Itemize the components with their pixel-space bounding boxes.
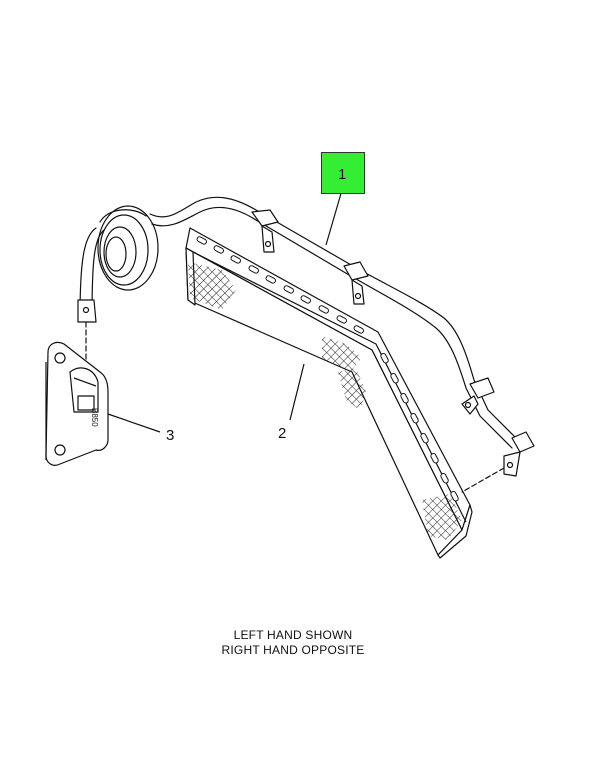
insulation-pad (338, 368, 366, 410)
caption-line-1: LEFT HAND SHOWN (233, 628, 353, 642)
clamp-block-marking: B850 (90, 408, 99, 427)
tube-clamp (343, 261, 369, 305)
leader-line-2 (289, 363, 305, 421)
leader-line-1 (325, 189, 343, 246)
tube-coil-outer (97, 205, 159, 291)
leader-lines (107, 189, 343, 433)
bracket-slots (196, 236, 459, 502)
tube-part-1 (77, 196, 535, 493)
bracket-end-cap (437, 504, 473, 559)
tube-end-fitting (503, 431, 535, 477)
callout-2-number[interactable]: 2 (278, 425, 287, 442)
clamp-block-part-3: B850 (45, 341, 109, 466)
caption-line-2: RIGHT HAND OPPOSITE (221, 643, 365, 657)
callout-3-number[interactable]: 3 (166, 427, 175, 444)
leader-line-3 (107, 413, 161, 433)
tube-clamp (251, 209, 279, 253)
callout-1-number: 1 (338, 166, 347, 183)
tube-clamp (461, 377, 495, 415)
bracket-part-2 (185, 227, 473, 559)
insulation-pad (188, 262, 236, 310)
insulation-pad (322, 336, 362, 372)
insulation-pad (422, 494, 462, 540)
callout-1-highlight[interactable]: 1 (321, 152, 365, 194)
